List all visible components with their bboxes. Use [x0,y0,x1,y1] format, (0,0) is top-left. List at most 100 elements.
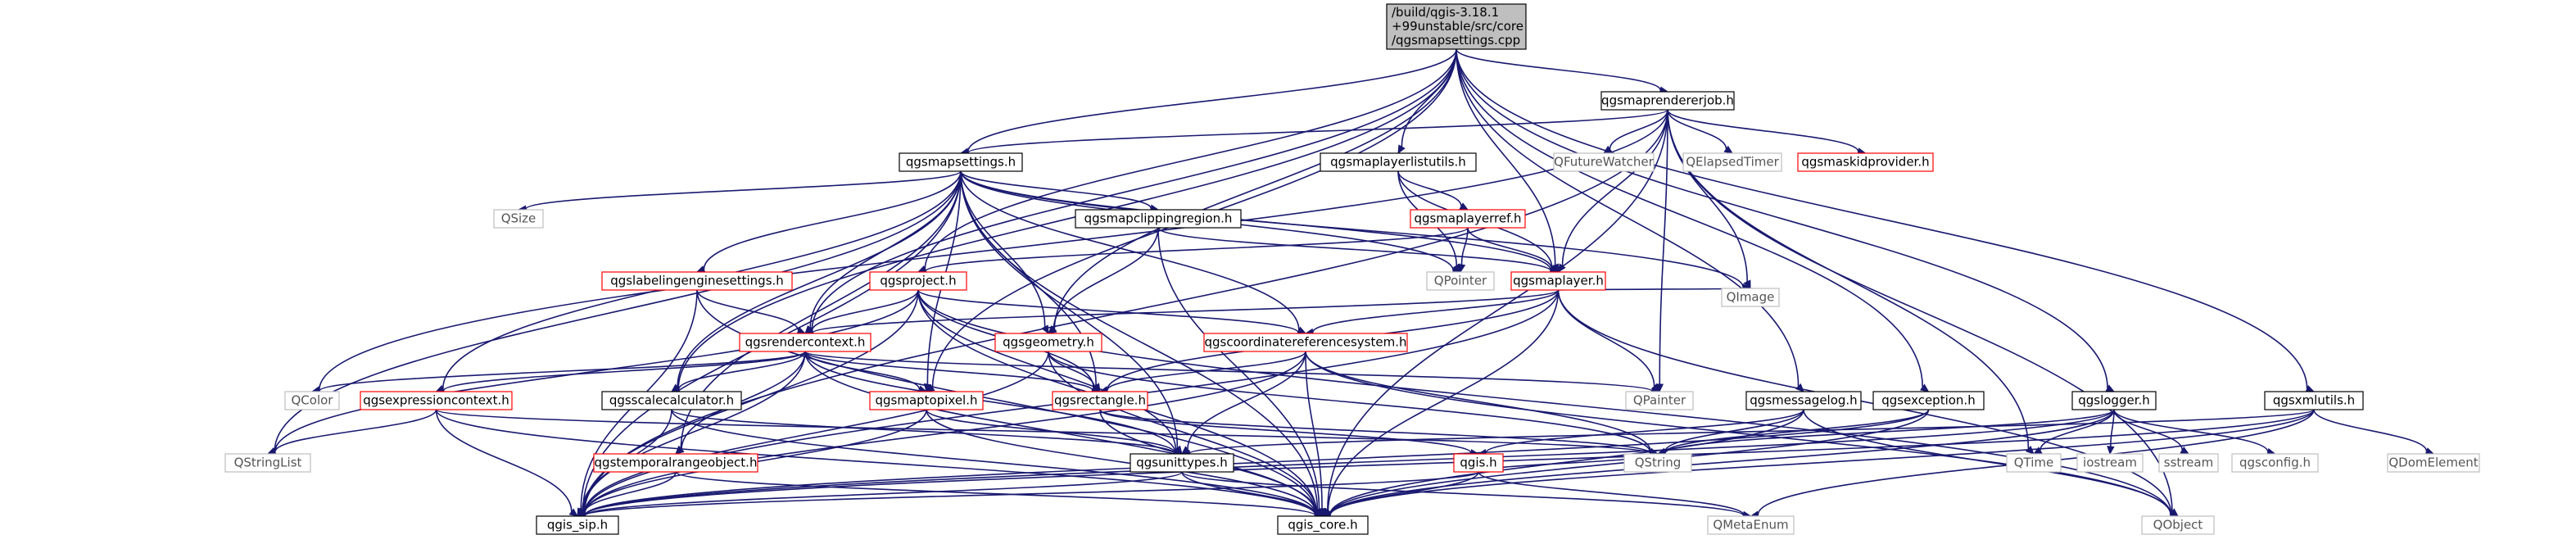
node-qpointer: QPointer [1426,271,1495,291]
node-qgsproject-h[interactable]: qgsproject.h [869,271,967,291]
node-box [2387,453,2480,473]
node-qgsmaptopixel-h[interactable]: qgsmaptopixel.h [869,391,984,410]
node-qgsmaskidprovider-h[interactable]: qgsmaskidprovider.h [1797,152,1934,172]
node-qgis-h[interactable]: qgis.h [1453,453,1504,473]
edge-qgsmaprendererjob-to-qimage [1667,109,1751,290]
node-box [1745,391,1862,410]
node-label: qgsmaprendererjob.h [1601,93,1734,108]
node-label: qgsmessagelog.h [1750,393,1857,408]
node-label: qgsexpressioncontext.h [363,393,509,408]
node-box [1707,515,1795,535]
node-label: qgsmaplayer.h [1513,274,1604,288]
node-box [224,453,311,473]
node-box [601,271,793,291]
node-qgsscalecalculator-h[interactable]: qgsscalecalculator.h [601,391,742,410]
node-qgsgeometry-h[interactable]: qgsgeometry.h [994,333,1102,352]
node-label: QString [1635,456,1682,470]
node-label: qgsxmlutils.h [2273,393,2355,408]
node-label: qgslogger.h [2078,393,2150,408]
node-box [1510,271,1606,291]
node-label: qgis_core.h [1288,518,1357,533]
node-qelapsedtimer: QElapsedTimer [1682,152,1782,172]
edge-root-to-qgsmapsettings [959,48,1457,156]
node-qgsexpressioncontext-h[interactable]: qgsexpressioncontext.h [360,391,513,410]
node-qgsxmlutils-h[interactable]: qgsxmlutils.h [2264,391,2364,410]
edge-root-to-qgsmaprendererjob [1456,48,1669,94]
node-box [536,515,619,535]
edge-qgsmapsettings-to-qgsrendercontext [804,170,962,334]
node-box [739,333,871,352]
node-qgstemporalrangeobject-h[interactable]: qgstemporalrangeobject.h [593,453,758,473]
node-qgsmessagelog-h[interactable]: qgsmessagelog.h [1745,391,1862,410]
node-box [2076,453,2144,473]
node-label: qgsmaptopixel.h [875,393,977,408]
node-qgsmapclippingregion-h[interactable]: qgsmapclippingregion.h [1075,209,1242,229]
node-sstream: sstream [2158,453,2219,473]
edge-qgsmaplayerref-to-qpointer [1457,227,1469,274]
node-build-qgis-3-18-1-99unstable-src-core-qgsmapsettings-cpp[interactable]: /build/qgis-3.18.1+99unstable/src/core/q… [1386,3,1527,50]
node-qgsmaplayerref-h[interactable]: qgsmaplayerref.h [1410,209,1526,229]
edge-qgsmaprendererjob-to-qgsmaskidprovider [1667,109,1867,156]
node-label: QPainter [1633,393,1686,408]
edge-root-to-qgsexception [1456,48,1930,392]
edge-qgsmaprendererjob-to-qgsmaplayer [1557,109,1668,274]
node-qgsrendercontext-h[interactable]: qgsrendercontext.h [739,333,871,352]
edges-layer [266,48,2435,520]
edge-qgsmaprendererjob-to-qcolor [310,109,1668,394]
edge-qgsmaprendererjob-to-qelapsedtimer [1667,109,1734,154]
node-label: qgsproject.h [880,274,956,288]
node-label: qgscoordinatereferencesystem.h [1205,335,1407,350]
node-box [601,391,742,410]
edge-qgsexpressioncontext-to-qgis_sip [435,409,578,517]
edge-root-to-qgslogger [1456,48,2116,392]
edge-qgsmapclippingregion-to-qgsmaplayer [1157,227,1560,275]
node-qstring: QString [1623,453,1692,473]
node-box [1075,209,1242,229]
edge-qgsmapclippingregion-to-qgsgeometry [1048,227,1159,334]
node-box [1600,91,1735,111]
node-qgsmaplayer-h[interactable]: qgsmaplayer.h [1510,271,1606,291]
node-label: QStringList [234,456,302,470]
node-qgsconfig-h: qgsconfig.h [2231,453,2319,473]
nodes-layer: /build/qgis-3.18.1+99unstable/src/core/q… [224,3,2480,535]
node-qgsmaprendererjob-h[interactable]: qgsmaprendererjob.h [1600,91,1735,111]
node-qcolor: QColor [284,391,340,410]
node-qgsrectangle-h[interactable]: qgsrectangle.h [1052,391,1148,410]
node-label: QFutureWatcher [1554,155,1655,170]
node-label: qgsrendercontext.h [745,335,866,350]
node-label: QElapsedTimer [1686,155,1779,170]
node-box [360,391,513,410]
node-qgsmapsettings-h[interactable]: qgsmapsettings.h [899,152,1023,172]
node-label: iostream [2083,456,2137,470]
node-label: qgsunittypes.h [1136,456,1228,470]
node-label: QObject [2153,518,2203,533]
edge-qgsxmlutils-to-qdomelement [2313,409,2435,456]
node-label: sstream [2164,456,2213,470]
node-label: QPointer [1434,274,1487,288]
node-label: qgis_sip.h [547,518,608,533]
node-label: qgsmapclippingregion.h [1084,211,1233,226]
edge-qgslabelingenginesettings-to-qgis_core [696,289,1324,518]
node-box [1410,209,1526,229]
node-label: qgsmaplayerlistutils.h [1330,155,1466,170]
node-qgsunittypes-h[interactable]: qgsunittypes.h [1130,453,1234,473]
node-label: QMetaEnum [1713,518,1788,533]
node-qgscoordinatereferencesystem-h[interactable]: qgscoordinatereferencesystem.h [1203,333,1408,352]
node-label: qgslabelingenginesettings.h [610,274,784,288]
node-box [869,391,984,410]
node-qgis-sip-h[interactable]: qgis_sip.h [536,515,619,535]
node-label: QSize [501,211,536,226]
node-box [1623,453,1692,473]
node-box [1320,152,1477,172]
node-box [2071,391,2157,410]
node-label: qgsmapsettings.h [906,155,1016,170]
node-qgslogger-h[interactable]: qgslogger.h [2071,391,2157,410]
node-box [1797,152,1934,172]
node-qgis-core-h[interactable]: qgis_core.h [1277,515,1369,535]
node-box [1277,515,1369,535]
node-qgsmaplayerlistutils-h[interactable]: qgsmaplayerlistutils.h [1320,152,1477,172]
node-qgsexception-h[interactable]: qgsexception.h [1872,391,1985,410]
node-box [1453,453,1504,473]
node-qgslabelingenginesettings-h[interactable]: qgslabelingenginesettings.h [601,271,793,291]
node-qobject: QObject [2141,515,2215,535]
